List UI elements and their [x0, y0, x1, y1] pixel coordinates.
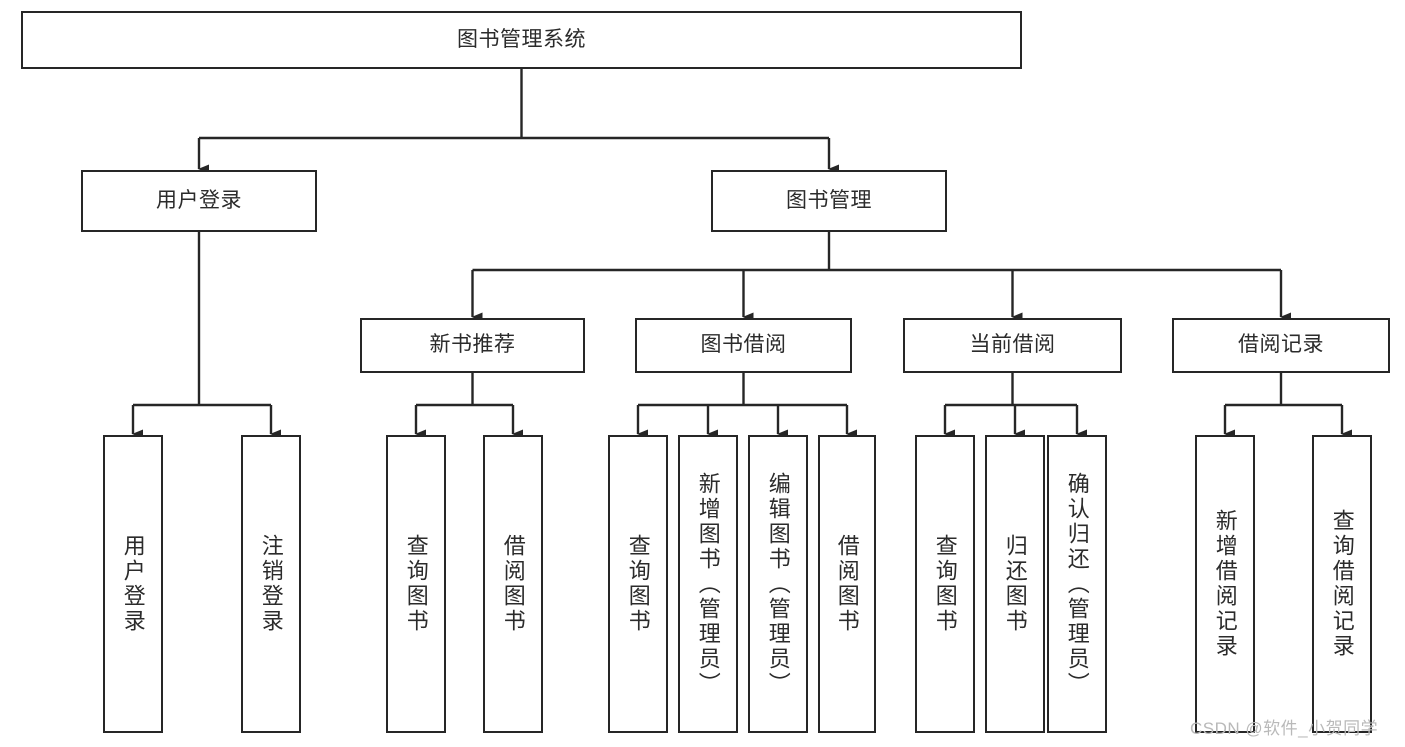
node-borrow[interactable]: 图书借阅	[635, 318, 852, 373]
node-root[interactable]: 图书管理系统	[21, 11, 1022, 69]
node-leaf-new-2[interactable]: 借阅图书	[483, 435, 543, 733]
node-current[interactable]: 当前借阅	[903, 318, 1122, 373]
node-label: 新增借阅记录	[1212, 509, 1238, 659]
node-label: 当前借阅	[969, 333, 1056, 357]
node-label: 借阅图书	[500, 534, 526, 634]
node-leaf-cur-1[interactable]: 查询图书	[915, 435, 975, 733]
node-label: 确认归还（管理员）	[1064, 471, 1090, 697]
watermark-text: CSDN @软件_小贺同学	[1190, 719, 1379, 738]
node-leaf-login-2[interactable]: 注销登录	[241, 435, 301, 733]
node-label: 编辑图书（管理员）	[765, 471, 791, 697]
node-label: 图书借阅	[700, 333, 787, 357]
node-leaf-borrow-4[interactable]: 借阅图书	[818, 435, 876, 733]
node-leaf-login-1[interactable]: 用户登录	[103, 435, 163, 733]
node-label: 归还图书	[1002, 534, 1028, 634]
node-label: 用户登录	[120, 534, 146, 634]
node-records[interactable]: 借阅记录	[1172, 318, 1390, 373]
node-leaf-borrow-1[interactable]: 查询图书	[608, 435, 668, 733]
node-label: 图书管理	[786, 188, 872, 212]
node-leaf-cur-3[interactable]: 确认归还（管理员）	[1047, 435, 1107, 733]
node-login[interactable]: 用户登录	[81, 170, 317, 232]
node-leaf-new-1[interactable]: 查询图书	[386, 435, 446, 733]
node-label: 查询图书	[932, 534, 958, 634]
node-label: 图书管理系统	[457, 27, 586, 51]
connector-lines	[131, 69, 1352, 439]
node-leaf-borrow-2[interactable]: 新增图书（管理员）	[678, 435, 738, 733]
node-bookmgr[interactable]: 图书管理	[711, 170, 947, 232]
node-leaf-cur-2[interactable]: 归还图书	[985, 435, 1045, 733]
node-label: 查询图书	[403, 534, 429, 634]
node-label: 查询借阅记录	[1329, 509, 1355, 659]
node-label: 用户登录	[156, 188, 242, 212]
node-newbook[interactable]: 新书推荐	[360, 318, 585, 373]
node-label: 新书推荐	[429, 333, 516, 357]
node-label: 新增图书（管理员）	[695, 471, 721, 697]
node-label: 注销登录	[258, 534, 284, 634]
node-leaf-borrow-3[interactable]: 编辑图书（管理员）	[748, 435, 808, 733]
node-label: 借阅图书	[834, 534, 860, 634]
node-leaf-rec-1[interactable]: 新增借阅记录	[1195, 435, 1255, 733]
node-label: 借阅记录	[1238, 333, 1324, 357]
node-label: 查询图书	[625, 534, 651, 634]
node-leaf-rec-2[interactable]: 查询借阅记录	[1312, 435, 1372, 733]
